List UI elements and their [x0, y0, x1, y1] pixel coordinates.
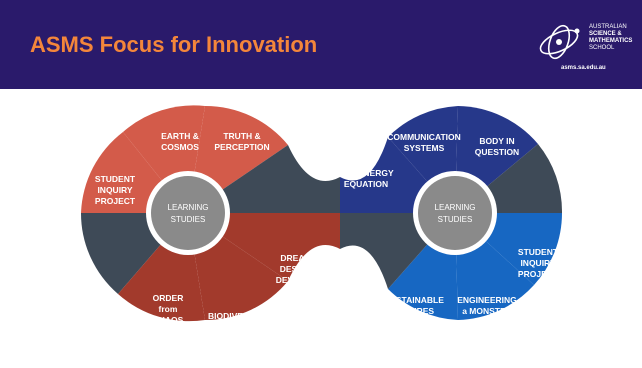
right-loop: LEARNING STUDIES COMMUNICATION SYSTEMS B…	[338, 106, 563, 320]
piece-label: a MONSTER	[462, 306, 512, 316]
piece-label: COMMUNICATION	[387, 132, 461, 142]
piece-label: ORDER	[153, 293, 184, 303]
piece-label: DREAM	[280, 253, 311, 263]
right-center-label: LEARNING	[435, 203, 476, 212]
logo-line: SCIENCE &	[589, 31, 622, 37]
piece-label: TRUTH &	[223, 131, 260, 141]
piece-label: CHAOS	[153, 315, 184, 325]
piece-label: PROJECT	[518, 269, 559, 279]
piece-label: PROJECT	[95, 196, 136, 206]
left-center-disc	[151, 176, 225, 250]
learning-studies-diagram: LEARNING STUDIES EARTH & COSMOS TRUTH & …	[80, 105, 563, 325]
piece-label: SUSTAINABLE	[384, 295, 444, 305]
school-logo: AUSTRALIAN SCIENCE & MATHEMATICS SCHOOL …	[533, 22, 633, 77]
left-loop: LEARNING STUDIES EARTH & COSMOS TRUTH & …	[80, 105, 340, 325]
piece-label: SYSTEMS	[404, 143, 445, 153]
piece-label: EQUATION	[344, 179, 388, 189]
piece-label: THE ENERGY	[338, 168, 394, 178]
logo-url: asms.sa.edu.au	[561, 65, 606, 71]
logo-line: MATHEMATICS	[589, 38, 633, 44]
piece-label: from	[159, 304, 178, 314]
piece-label: BIODIVERSITY	[208, 311, 268, 321]
piece-label: QUESTION	[475, 147, 519, 157]
piece-label: BODY IN	[479, 136, 514, 146]
piece-label: PERCEPTION	[214, 142, 269, 152]
right-center-disc	[418, 176, 492, 250]
atom-logo-icon	[539, 24, 580, 60]
piece-label: INQUIRY	[520, 258, 555, 268]
piece-label: INQUIRY	[97, 185, 132, 195]
right-center-label: STUDIES	[438, 215, 473, 224]
left-center-label: STUDIES	[171, 215, 206, 224]
left-center-label: LEARNING	[168, 203, 209, 212]
piece-label: DEVELOP	[276, 275, 317, 285]
piece-label: DESIGN	[280, 264, 313, 274]
piece-label: ENGINEERING	[457, 295, 517, 305]
piece-label: FUTURES	[394, 306, 434, 316]
logo-line: SCHOOL	[589, 45, 615, 51]
page-title: ASMS Focus for Innovation	[30, 32, 318, 57]
logo-line: AUSTRALIAN	[589, 24, 627, 30]
piece-label: EARTH &	[161, 131, 199, 141]
piece-label: STUDENT	[95, 174, 136, 184]
piece-label: COSMOS	[161, 142, 199, 152]
header-banner: ASMS Focus for Innovation AUSTRALIAN SCI…	[0, 0, 642, 89]
logo-text: AUSTRALIAN SCIENCE & MATHEMATICS SCHOOL	[589, 24, 632, 52]
piece-label: STUDENT	[518, 247, 559, 257]
